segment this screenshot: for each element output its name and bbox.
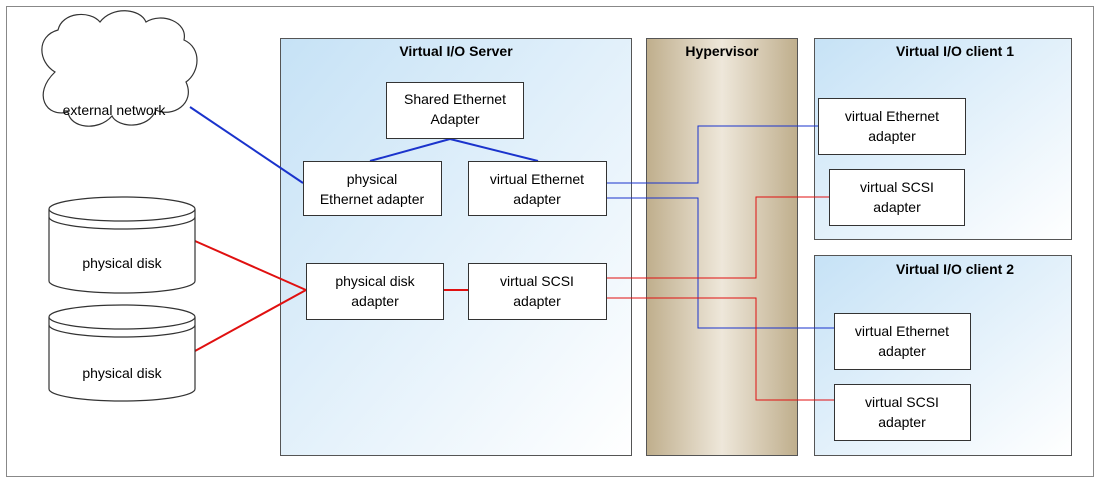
- external-network-label: external network: [63, 102, 167, 118]
- sea-to-physical-eth: [369, 138, 451, 162]
- client1-vscsi-line2: adapter: [873, 199, 921, 215]
- vscsi-to-client1-vscsi: [606, 196, 829, 279]
- hypervisor-title: Hypervisor: [685, 43, 759, 59]
- sea-line2: Adapter: [430, 111, 479, 127]
- client1-virtual-ethernet-adapter: virtual Ethernet adapter: [818, 98, 966, 155]
- vios-veth-line1: virtual Ethernet: [490, 171, 584, 187]
- client1-veth-line2: adapter: [868, 128, 916, 144]
- net-to-physical-eth: [189, 106, 304, 184]
- physical-ethernet-adapter: physical Ethernet adapter: [303, 161, 442, 216]
- vios-title: Virtual I/O Server: [399, 43, 513, 59]
- veth-to-client2-veth: [606, 197, 834, 329]
- sea-to-virtual-eth: [449, 138, 539, 162]
- phys-disk-adapter-line2: adapter: [351, 293, 399, 309]
- physical-disk-2: physical disk: [48, 304, 196, 402]
- phys-eth-line2: Ethernet adapter: [320, 191, 425, 207]
- client1-veth-line1: virtual Ethernet: [845, 108, 939, 124]
- physical-disk-1-label: physical disk: [82, 255, 162, 271]
- physical-disk-2-label: physical disk: [82, 365, 162, 381]
- sea-line1: Shared Ethernet: [404, 91, 506, 107]
- client2-virtual-ethernet-adapter: virtual Ethernet adapter: [834, 313, 971, 370]
- vios-virtual-ethernet-adapter: virtual Ethernet adapter: [468, 161, 607, 216]
- vios-vscsi-line1: virtual SCSI: [500, 273, 574, 289]
- disk1-to-disk-adapter: [194, 240, 307, 291]
- veth-to-client1-veth: [606, 125, 818, 184]
- client2-vscsi-line2: adapter: [878, 414, 926, 430]
- phys-disk-adapter-line1: physical disk: [335, 273, 415, 289]
- client1-virtual-scsi-adapter: virtual SCSI adapter: [829, 169, 965, 226]
- vios-virtual-scsi-adapter: virtual SCSI adapter: [468, 263, 607, 320]
- client2-virtual-scsi-adapter: virtual SCSI adapter: [834, 384, 971, 441]
- storage-links: [194, 196, 834, 401]
- vios-veth-line2: adapter: [513, 191, 561, 207]
- network-links: [189, 106, 834, 329]
- client1-title: Virtual I/O client 1: [896, 43, 1014, 59]
- client2-title: Virtual I/O client 2: [896, 261, 1014, 277]
- client1-vscsi-line1: virtual SCSI: [860, 179, 934, 195]
- hypervisor-region: [646, 38, 798, 456]
- client2-veth-line2: adapter: [878, 343, 926, 359]
- external-network-cloud: external network: [41, 10, 198, 127]
- client2-vscsi-line1: virtual SCSI: [865, 394, 939, 410]
- vscsi-to-client2-vscsi: [606, 297, 834, 401]
- shared-ethernet-adapter: Shared Ethernet Adapter: [386, 82, 524, 139]
- physical-disk-adapter: physical disk adapter: [306, 263, 444, 320]
- vios-vscsi-line2: adapter: [513, 293, 561, 309]
- client2-veth-line1: virtual Ethernet: [855, 323, 949, 339]
- disk2-to-disk-adapter: [194, 289, 307, 352]
- phys-eth-line1: physical: [347, 171, 398, 187]
- physical-disk-1: physical disk: [48, 196, 196, 294]
